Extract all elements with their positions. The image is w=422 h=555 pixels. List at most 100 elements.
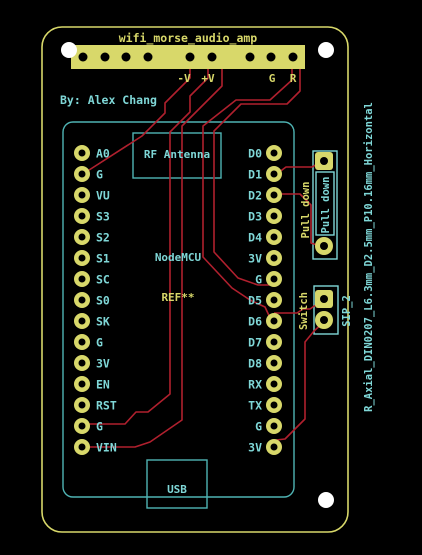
left-pin-label: VIN [96, 441, 117, 455]
component-pads [315, 152, 333, 329]
right-pin-drill [270, 359, 278, 367]
left-pin-drill [78, 149, 86, 157]
mounting-holes [61, 42, 334, 508]
right-pin-label: D2 [248, 189, 262, 203]
usb-label: USB [167, 483, 187, 496]
resistor-footprint: R_Axial_DIN0207_L6.3mm_D2.5mm_P10.16mm_H… [363, 102, 375, 412]
left-pin-drill [78, 422, 86, 430]
usb-outline [146, 459, 208, 509]
header-label-g: G [269, 72, 276, 85]
right-pin-label: 3V [248, 252, 262, 266]
left-pin-label: RST [96, 399, 117, 413]
resistor-outline [312, 150, 338, 260]
mount-hole-tr [318, 42, 334, 58]
board-outline [41, 26, 349, 533]
header-pad-drill [121, 52, 131, 62]
left-pin-drill [78, 254, 86, 262]
resistor-label-body: Pull down [320, 177, 332, 234]
header-pad-drill [266, 52, 276, 62]
right-pin-drill [270, 191, 278, 199]
header-label-neg-v: -V [177, 72, 191, 85]
right-pin-drill [270, 317, 278, 325]
right-pin-label: D0 [248, 147, 262, 161]
right-pin-drill [270, 443, 278, 451]
left-pin-drill [78, 170, 86, 178]
left-pin-label: S1 [96, 252, 110, 266]
right-pin-drill [270, 212, 278, 220]
left-pin-label: G [96, 336, 103, 350]
right-pin-drill [270, 401, 278, 409]
right-pin-label: D7 [248, 336, 262, 350]
board-title: wifi_morse_audio_amp [119, 31, 258, 46]
header-pad-drill [207, 52, 217, 62]
mount-hole-br [318, 492, 334, 508]
right-pin-label: 3V [248, 441, 262, 455]
right-pin-label: D3 [248, 210, 262, 224]
header-pad-drill [143, 52, 153, 62]
left-pin-label: EN [96, 378, 110, 392]
left-pin-label: S2 [96, 231, 110, 245]
module-outline [62, 121, 295, 498]
left-pin-drill [78, 317, 86, 325]
right-pin-label: D5 [248, 294, 262, 308]
header-pads [71, 45, 305, 69]
switch-label: Switch [298, 292, 310, 330]
antenna-outline [132, 132, 222, 179]
header-pad-drill [78, 52, 88, 62]
header-pad-drill [288, 52, 298, 62]
resistor-pad-2-drill [320, 242, 328, 250]
left-pin-drill [78, 296, 86, 304]
resistor-label-left: Pull down [300, 182, 312, 239]
left-pin-label: G [96, 420, 103, 434]
switch-pad-2-drill [320, 316, 328, 324]
left-pin-label: 3V [96, 357, 110, 371]
header-pad-drill [185, 52, 195, 62]
right-pin-label: D1 [248, 168, 262, 182]
antenna-label: RF Antenna [144, 148, 210, 161]
left-pin-drill [78, 212, 86, 220]
traces [82, 57, 325, 448]
right-pin-label: D8 [248, 357, 262, 371]
left-pin-label: S3 [96, 210, 110, 224]
left-pin-label: SK [96, 315, 110, 329]
left-pin-label: A0 [96, 147, 110, 161]
module-label: NodeMCU [155, 251, 202, 264]
switch-outline [313, 285, 339, 335]
switch-footprint: SIP_2 [341, 295, 353, 327]
right-pin-drill [270, 422, 278, 430]
left-pin-drill [78, 401, 86, 409]
left-pin-drill [78, 233, 86, 241]
right-pin-label: D6 [248, 315, 262, 329]
left-pin-drill [78, 380, 86, 388]
right-pin-label: D4 [248, 231, 262, 245]
left-pin-drill [78, 275, 86, 283]
switch-pad-1-drill [320, 295, 328, 303]
left-pin-label: G [96, 168, 103, 182]
author-label: By: Alex Chang [60, 93, 157, 107]
resistor-pad-1-drill [320, 157, 328, 165]
right-pin-drill [270, 149, 278, 157]
right-pin-drill [270, 296, 278, 304]
header-label-r: R [290, 72, 297, 85]
right-pin-label: RX [248, 378, 262, 392]
left-pin-label: SC [96, 273, 110, 287]
header-pad-drill [245, 52, 255, 62]
right-pin-label: TX [248, 399, 262, 413]
mount-hole-tl [61, 42, 77, 58]
left-pin-drill [78, 443, 86, 451]
header-pad-drill [100, 52, 110, 62]
right-pin-drill [270, 275, 278, 283]
left-pin-drill [78, 359, 86, 367]
right-pin-drill [270, 254, 278, 262]
right-pin-drill [270, 380, 278, 388]
left-pin-label: S0 [96, 294, 110, 308]
module-ref: REF** [161, 291, 194, 304]
right-pin-drill [270, 233, 278, 241]
right-pin-drill [270, 170, 278, 178]
left-pin-drill [78, 191, 86, 199]
left-pin-label: VU [96, 189, 110, 203]
header-label-pos-v: +V [201, 72, 215, 85]
